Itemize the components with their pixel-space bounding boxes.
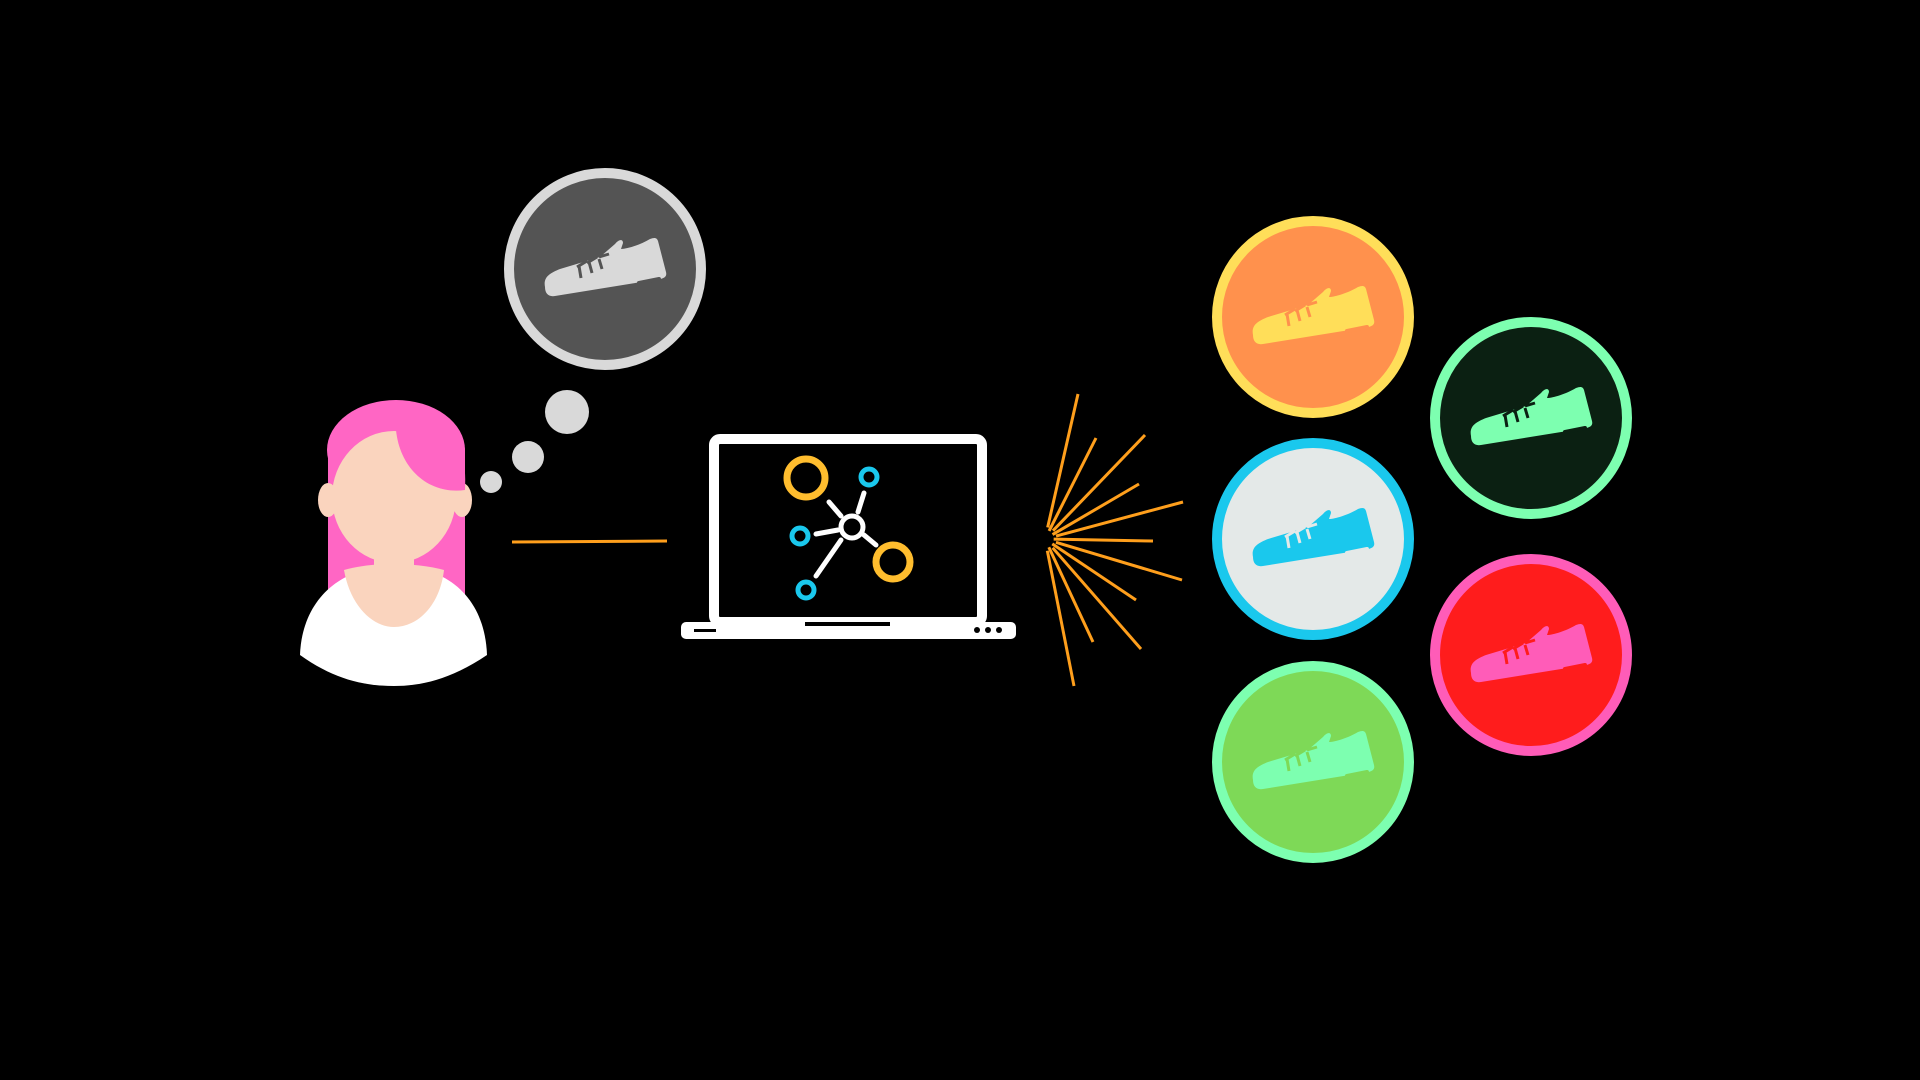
recommended-shoe-circle	[1430, 554, 1632, 756]
burst-ray	[1051, 542, 1137, 602]
recommended-shoe-circle	[1212, 438, 1414, 640]
burst-rays	[1045, 393, 1184, 687]
recommended-shoe-circle	[1212, 216, 1414, 418]
burst-ray	[1045, 550, 1076, 687]
network-graph-icon	[783, 455, 914, 601]
burst-ray	[1047, 437, 1098, 532]
recommended-shoe-circle	[1430, 317, 1632, 519]
burst-ray	[1047, 546, 1095, 643]
burst-ray	[1053, 537, 1154, 543]
burst-ray	[1055, 540, 1183, 582]
thought-bubble	[480, 168, 706, 493]
burst-ray	[1046, 393, 1080, 528]
burst-ray	[1055, 500, 1184, 538]
burst-ray	[1051, 433, 1147, 532]
thought-shoe-circle	[504, 168, 706, 370]
burst-ray	[1051, 482, 1140, 536]
burst-ray	[1051, 546, 1143, 650]
recommended-shoe-circle	[1212, 661, 1414, 863]
laptop-icon	[681, 434, 1016, 639]
connector-line	[511, 539, 668, 544]
recommended-shoes	[1212, 216, 1632, 863]
person-avatar	[300, 400, 487, 686]
